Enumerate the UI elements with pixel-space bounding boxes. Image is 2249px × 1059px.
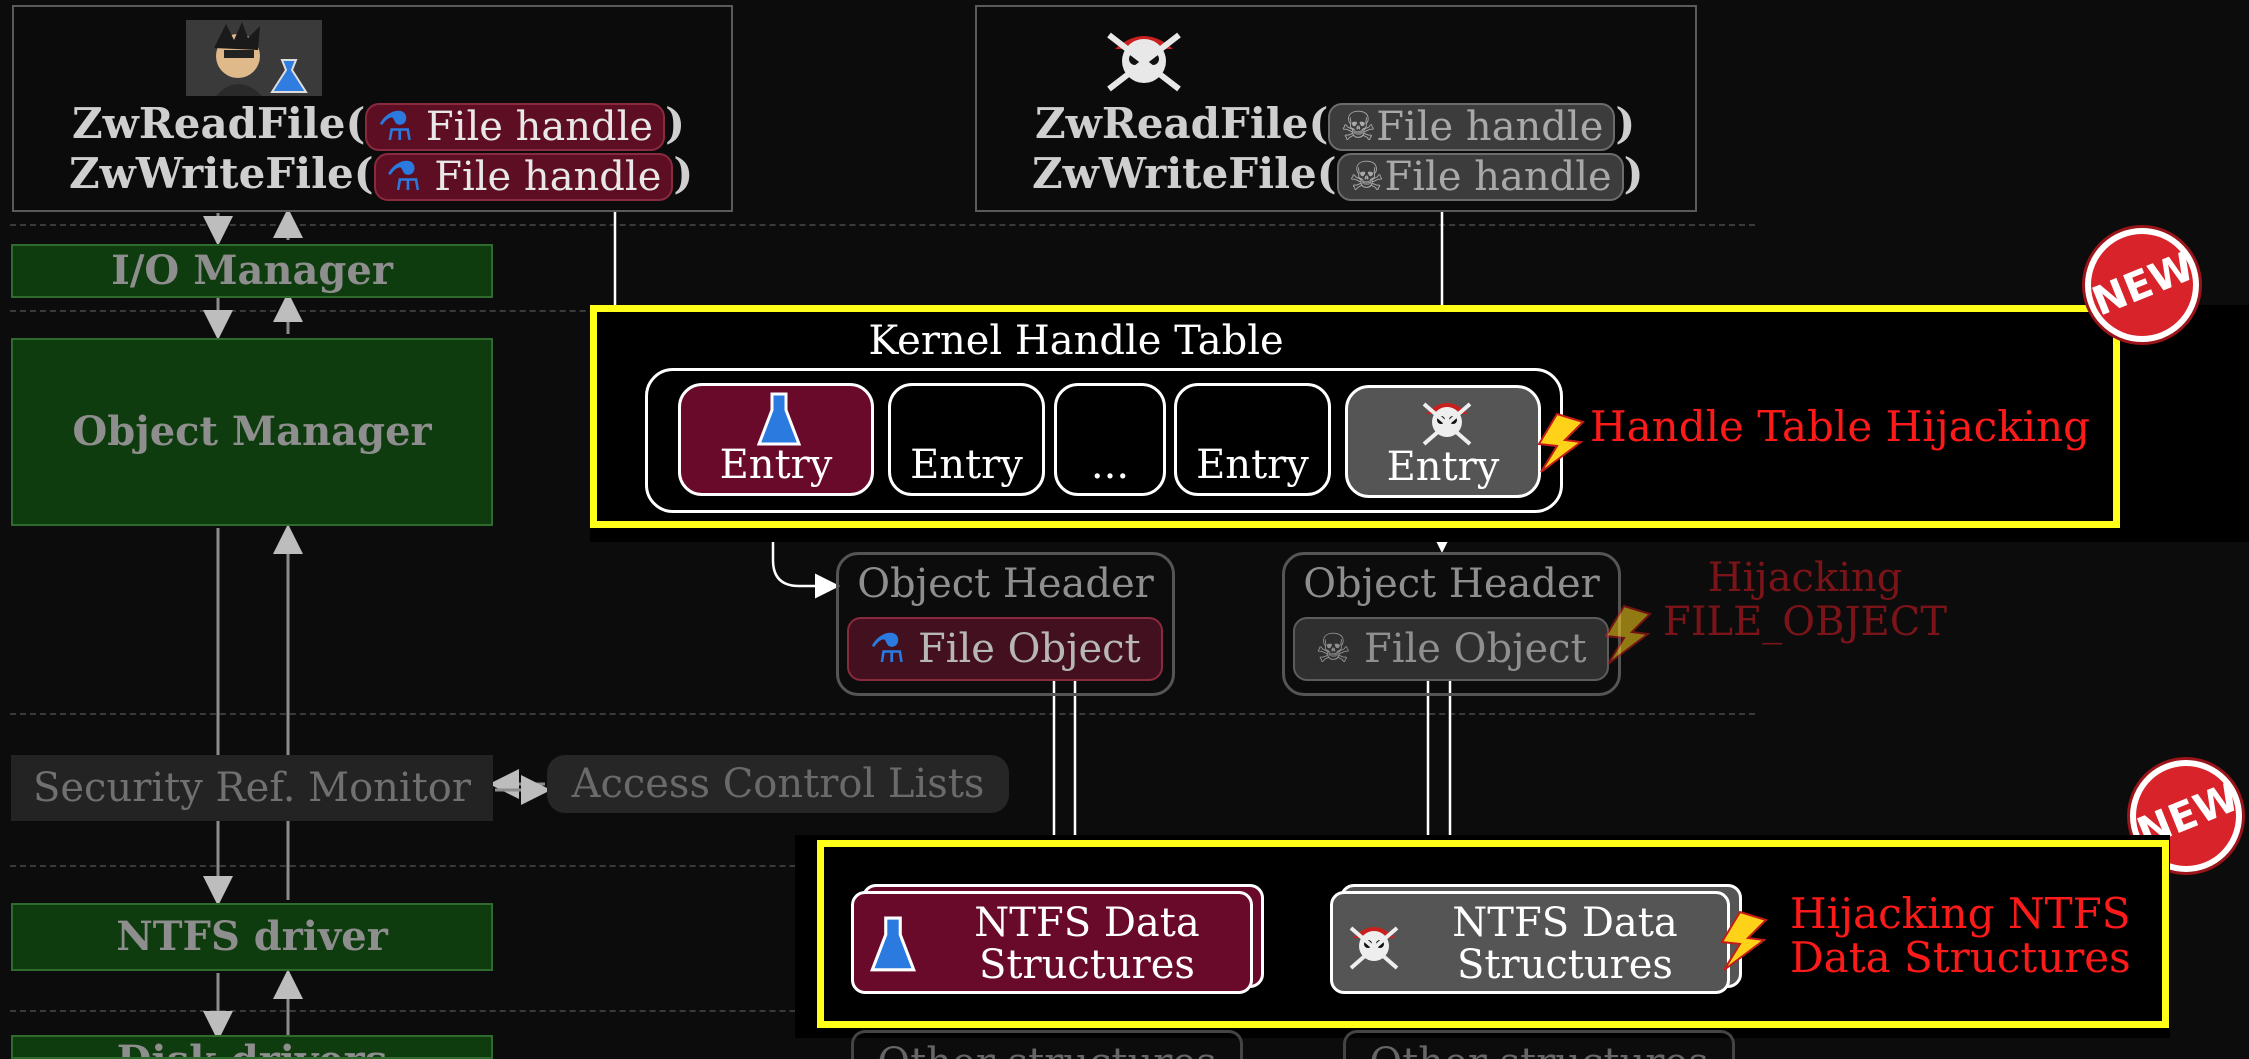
handle-entry: Entry (888, 383, 1045, 496)
file-object-legit: ⚗ File Object (847, 617, 1163, 681)
ntfs-line1: NTFS Data (1452, 900, 1678, 946)
flask-icon (756, 392, 802, 458)
file-object-label: File Object (917, 626, 1141, 672)
handle-table-highlight (590, 305, 2120, 528)
separator (10, 713, 1755, 715)
file-object-hijacking-line1: Hijacking (1707, 555, 1903, 601)
handle-table-title: Kernel Handle Table (868, 318, 1284, 364)
ntfs-hijacking-label: Hijacking NTFS Data Structures (1790, 892, 2131, 980)
write-function-name: ZwWriteFile( (1032, 149, 1337, 198)
object-header-title: Object Header (857, 561, 1154, 607)
handle-entry-ellipsis: ... (1054, 383, 1166, 496)
malware-file-handle: ☠File handle (1328, 103, 1616, 151)
pirate-skull-icon (1105, 21, 1183, 97)
handle-entry: Entry (678, 383, 874, 496)
close-paren: ) (665, 99, 685, 148)
close-paren: ) (673, 149, 694, 198)
entry-label: Entry (1386, 444, 1500, 490)
flask-icon: ⚗ (869, 626, 906, 672)
legit-write-call: ZwWriteFile(⚗ File handle) (69, 149, 693, 201)
handle-entry: Entry (1174, 383, 1331, 496)
developer-avatar (186, 20, 322, 96)
file-object-hijacking-line2: FILE_OBJECT (1662, 599, 1948, 645)
pirate-skull-icon (1347, 916, 1401, 980)
file-object-label: File Object (1363, 626, 1587, 672)
ntfs-driver-layer: NTFS driver (11, 903, 493, 971)
ntfs-line2: Structures (1457, 942, 1673, 988)
file-handle-label: File handle (1376, 104, 1604, 150)
lightning-icon (1718, 910, 1770, 976)
skull-icon: ☠ (1315, 626, 1352, 672)
disk-drivers-layer: Disk drivers (11, 1035, 493, 1059)
malware-panel: ZwReadFile(☠File handle) ZwWriteFile(☠Fi… (975, 5, 1697, 212)
file-object-malicious: ☠ File Object (1293, 617, 1609, 681)
lightning-icon (1602, 604, 1654, 670)
close-paren: ) (1623, 149, 1644, 198)
ntfs-hijacking-line1: Hijacking NTFS (1790, 889, 2131, 938)
flask-icon: ⚗ (377, 104, 414, 150)
other-structures-legit: Other structures (851, 1030, 1243, 1059)
malware-read-call: ZwReadFile(☠File handle) (1035, 99, 1635, 151)
ntfs-hijacking-line2: Data Structures (1790, 933, 2131, 982)
handle-table-hijacking-label: Handle Table Hijacking (1590, 402, 2091, 451)
malware-write-call: ZwWriteFile(☠File handle) (1032, 149, 1644, 201)
entry-label: Entry (910, 442, 1023, 488)
io-manager-layer: I/O Manager (11, 244, 493, 298)
ntfs-structures-malicious: NTFS Data Structures (1330, 891, 1730, 994)
ntfs-line1: NTFS Data (974, 900, 1200, 946)
object-header-malicious: Object Header ☠ File Object (1282, 552, 1621, 696)
file-object-hijacking-label: Hijacking FILE_OBJECT (1660, 556, 1950, 644)
entry-label: Entry (719, 442, 833, 488)
access-control-lists: Access Control Lists (547, 755, 1009, 813)
malware-file-handle: ☠File handle (1336, 153, 1624, 201)
object-manager-layer: Object Manager (11, 338, 493, 526)
read-function-name: ZwReadFile( (1035, 99, 1329, 148)
object-header-legit: Object Header ⚗ File Object (836, 552, 1175, 696)
skull-icon: ☠ (1340, 104, 1377, 150)
skull-icon: ☠ (1348, 154, 1385, 200)
flask-icon (870, 916, 916, 982)
legit-file-handle: ⚗ File handle (365, 103, 666, 151)
legit-app-panel: ZwReadFile(⚗ File handle) ZwWriteFile(⚗ … (12, 5, 733, 212)
write-function-name: ZwWriteFile( (69, 149, 374, 198)
file-handle-label: File handle (425, 104, 654, 150)
separator (10, 224, 1755, 226)
handle-entry-hijacked: Entry (1345, 385, 1541, 498)
file-handle-label: File handle (1384, 154, 1612, 200)
legit-file-handle: ⚗ File handle (373, 153, 674, 201)
object-header-title: Object Header (1303, 561, 1600, 607)
legit-read-call: ZwReadFile(⚗ File handle) (72, 99, 685, 151)
entry-label: Entry (1196, 442, 1309, 488)
other-structures-label: Other structures (1369, 1040, 1708, 1059)
file-handle-label: File handle (434, 154, 662, 200)
ntfs-structures-legit: NTFS Data Structures (851, 891, 1253, 994)
security-ref-monitor-layer: Security Ref. Monitor (11, 755, 493, 821)
lightning-icon (1535, 412, 1587, 478)
close-paren: ) (1615, 99, 1636, 148)
pirate-skull-icon (1420, 392, 1474, 458)
ntfs-line2: Structures (979, 942, 1195, 988)
flask-icon: ⚗ (385, 154, 422, 200)
other-structures-label: Other structures (877, 1040, 1216, 1059)
entry-label: ... (1090, 442, 1130, 488)
read-function-name: ZwReadFile( (72, 99, 366, 148)
ntfs-highlight (817, 840, 2169, 1028)
other-structures-malicious: Other structures (1343, 1030, 1735, 1059)
